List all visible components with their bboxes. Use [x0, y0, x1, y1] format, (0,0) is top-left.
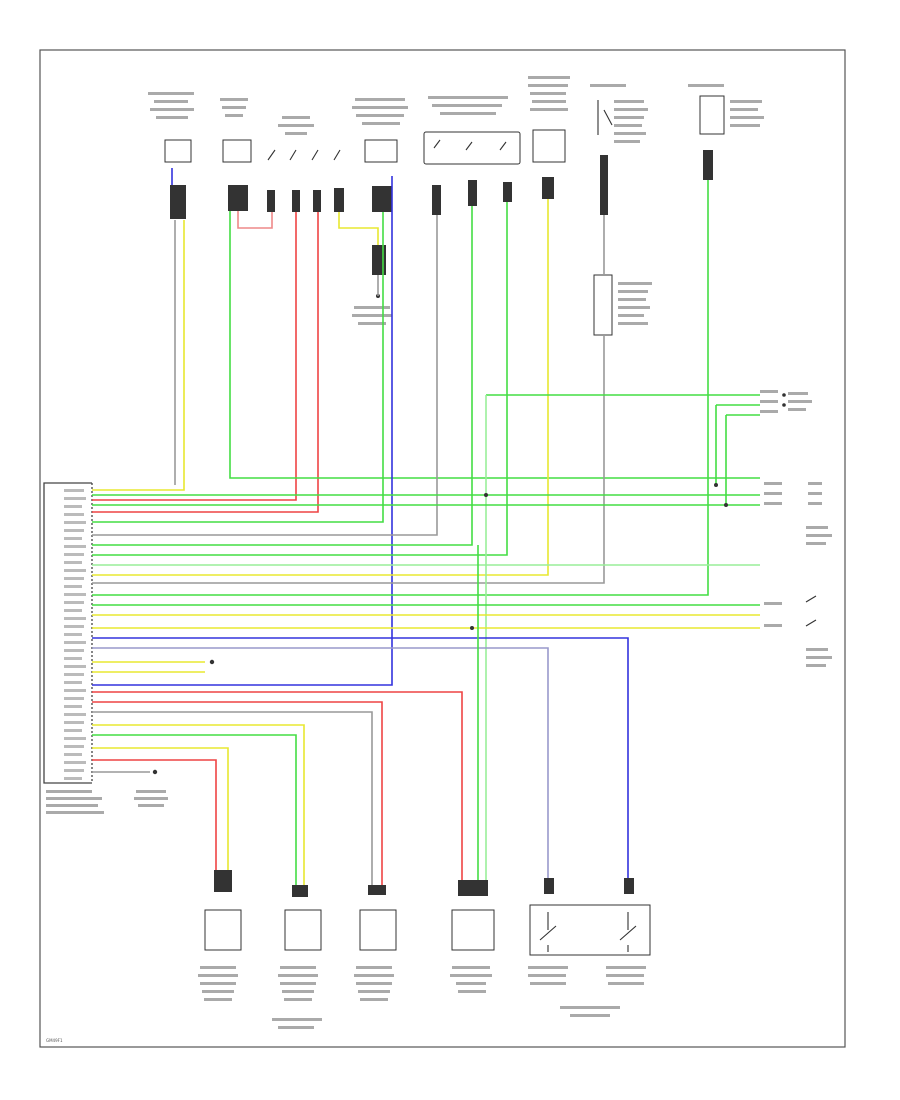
switch-bottom-5: [539, 912, 557, 952]
connector-top-4: [334, 188, 344, 212]
connector-bottom-2: [292, 885, 308, 897]
wire-red-1: [92, 212, 297, 501]
connector-top-3b: [292, 190, 300, 212]
wire-green-7: [715, 404, 760, 485]
connector-top-2: [228, 185, 248, 211]
diagram-frame: [39, 49, 846, 1048]
wires: [92, 168, 760, 895]
wire-green-2: [92, 212, 384, 523]
connector-top-1: [170, 185, 186, 219]
splice-8: [782, 403, 786, 407]
sensor-bottom-4: [451, 909, 495, 951]
bottom-labels: [198, 966, 646, 1029]
splice-6: [152, 769, 158, 775]
wire-yellow-3: [92, 199, 549, 576]
wire-gray-3: [92, 215, 438, 536]
wire-green-4: [92, 202, 508, 556]
switch-bottom-6: [619, 912, 637, 952]
connector-top-3a: [267, 190, 275, 212]
wire-red-6: [92, 759, 217, 870]
wire-green-1: [229, 211, 760, 479]
ecu-outline: [43, 482, 92, 784]
wire-red-3: [237, 211, 273, 229]
sensor-bottom-2: [284, 909, 322, 951]
ecu-pin-labels: [64, 489, 86, 780]
component-top-5: [423, 131, 521, 165]
connector-top-6: [542, 177, 554, 199]
top-labels: [148, 76, 764, 325]
bottom-components: [204, 870, 651, 956]
splice-1: [484, 493, 488, 497]
footer-code: GM49F1: [46, 1038, 63, 1043]
component-top-6: [532, 129, 566, 163]
wire-red-4: [92, 691, 463, 890]
wire-red-5: [92, 701, 383, 885]
connector-top-4c: [372, 245, 386, 275]
component-mid-7: [593, 274, 613, 336]
ecu: [43, 482, 168, 814]
component-top-2: [222, 139, 252, 163]
connector-top-3c: [313, 190, 321, 212]
wire-yellow-9: [92, 747, 229, 870]
ecu-ground-label: [134, 790, 168, 807]
connector-bottom-1: [214, 870, 232, 892]
wire-yellow-2: [338, 212, 379, 245]
wire-gray-4: [92, 215, 605, 584]
component-top-1: [164, 139, 192, 163]
wire-red-2: [92, 212, 319, 513]
connector-top-8: [703, 150, 713, 180]
sensor-bottom-3: [359, 909, 397, 951]
splice-7: [782, 393, 786, 397]
connector-bottom-3: [368, 885, 386, 895]
right-labels: [760, 390, 832, 667]
connector-bottom-6: [624, 878, 634, 894]
switch-top-3: [267, 149, 341, 161]
splices: [152, 393, 786, 775]
connector-top-7: [600, 155, 608, 215]
right-switch-1: [805, 595, 817, 627]
wire-green-14: [92, 734, 297, 885]
wire-green-5: [92, 180, 709, 596]
connector-bottom-4: [458, 880, 488, 896]
splice-4: [470, 626, 474, 630]
wire-yellow-1: [92, 220, 185, 491]
switch-top-5: [433, 139, 507, 151]
connector-top-4b: [372, 186, 392, 212]
connector-bottom-5: [544, 878, 554, 894]
wire-gray-5: [92, 711, 373, 885]
wire-blue-2: [92, 176, 393, 686]
wire-purple-1: [92, 647, 549, 885]
wire-green-3: [92, 206, 473, 546]
splice-5: [209, 659, 215, 665]
sensor-bottom-1: [204, 909, 242, 951]
wire-green-8: [725, 414, 760, 505]
wire-yellow-8: [92, 724, 305, 885]
connector-top-5b: [468, 180, 477, 206]
switch-top-7: [597, 100, 613, 135]
switch-bottom-group: [529, 904, 651, 956]
component-top-4: [364, 139, 398, 163]
splice-2: [714, 483, 718, 487]
ecu-title-label: [46, 790, 104, 814]
connector-top-5c: [503, 182, 512, 202]
wire-blue-3: [92, 637, 629, 880]
splice-3: [724, 503, 728, 507]
connector-top-5a: [432, 185, 441, 215]
component-top-8: [699, 95, 725, 135]
